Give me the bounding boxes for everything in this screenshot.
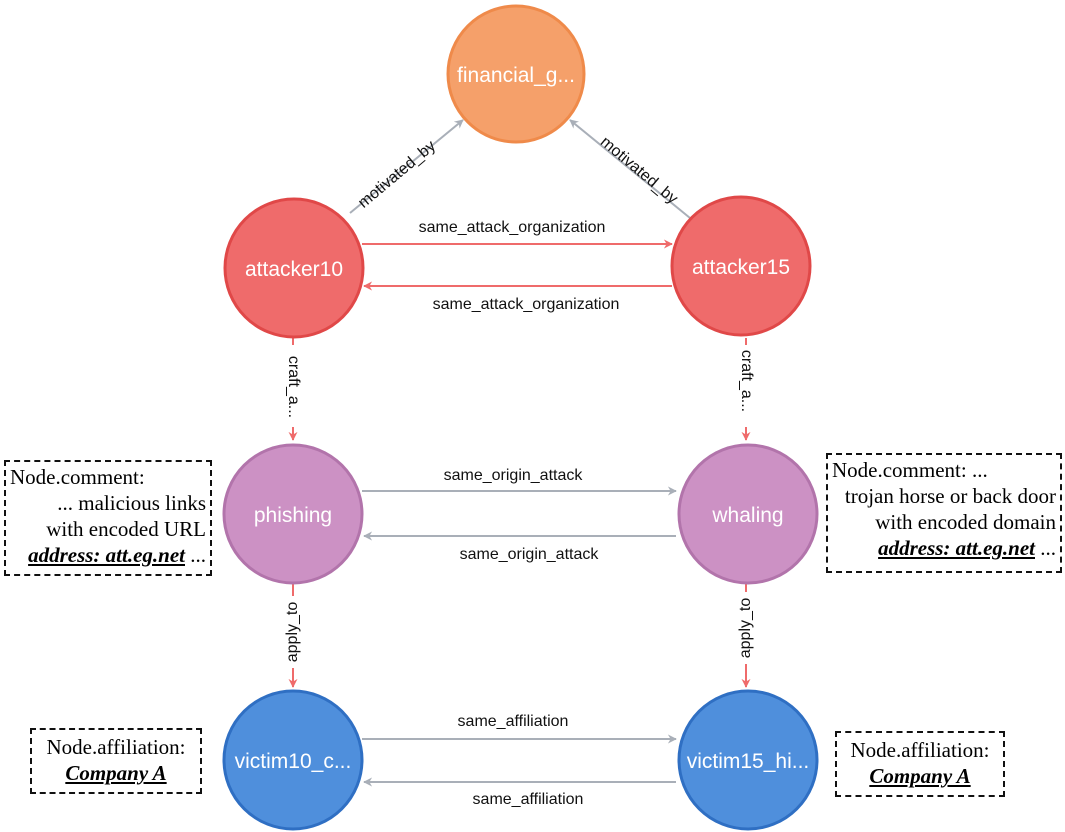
edge-label-same-origin-top: same_origin_attack <box>444 467 584 484</box>
victim15-affiliation-value: Company A <box>869 764 971 788</box>
edge-label-motivated-by-right: motivated_by <box>597 133 681 207</box>
node-label-phishing: phishing <box>254 504 332 527</box>
node-label-whaling: whaling <box>711 504 783 527</box>
whaling-comment-address: address: att.eg.net <box>878 536 1035 560</box>
victim15-affiliation-note: Node.affiliation: Company A <box>835 731 1005 797</box>
edge-label-same-org-bottom: same_attack_organization <box>433 296 620 313</box>
whaling-comment-line3: with encoded domain <box>875 510 1056 534</box>
whaling-comment-line2: trojan horse or back door <box>844 484 1056 508</box>
node-label-financial-goal: financial_g... <box>457 64 575 87</box>
edge-motivated-by-right: motivated_by <box>569 119 691 219</box>
node-victim10[interactable]: victim10_c... <box>222 689 364 831</box>
edge-same-origin-bottom: same_origin_attack <box>363 531 676 564</box>
edge-label-same-origin-bottom: same_origin_attack <box>460 546 600 563</box>
edge-label-same-affiliation-top: same_affiliation <box>458 713 569 730</box>
node-financial-goal[interactable]: financial_g... <box>446 4 586 144</box>
node-label-victim15: victim15_hi... <box>687 750 810 773</box>
edge-same-affiliation-bottom: same_affiliation <box>363 777 676 809</box>
edge-label-apply-right: apply_to <box>737 598 754 659</box>
phishing-comment-tail: ... <box>185 543 206 567</box>
victim10-affiliation-note: Node.affiliation: Company A <box>30 728 202 794</box>
whaling-comment-address-line: address: att.eg.net ... <box>832 535 1056 561</box>
edge-label-motivated-by-left: motivated_by <box>355 137 439 211</box>
node-whaling[interactable]: whaling <box>677 443 819 585</box>
node-attacker10[interactable]: attacker10 <box>223 197 365 339</box>
node-attacker15[interactable]: attacker15 <box>670 195 812 337</box>
whaling-comment-label: Node.comment: ... <box>832 458 988 482</box>
victim15-affiliation-label: Node.affiliation: <box>850 738 990 762</box>
edge-apply-left: apply_to <box>282 584 304 688</box>
edge-craft-left: craft_a... <box>282 338 304 441</box>
edge-same-org-top: same_attack_organization <box>362 216 673 249</box>
phishing-comment-line3: with encoded URL <box>46 517 206 541</box>
victim10-affiliation-value: Company A <box>65 761 167 785</box>
phishing-comment-line2: ... malicious links <box>57 491 206 515</box>
edge-craft-right: craft_a... <box>735 338 757 441</box>
edge-label-craft-right: craft_a... <box>738 350 755 412</box>
phishing-comment-label: Node.comment: <box>10 465 145 489</box>
node-label-attacker15: attacker15 <box>692 256 790 279</box>
victim10-affiliation-label: Node.affiliation: <box>46 735 186 759</box>
edge-same-origin-top: same_origin_attack <box>362 463 677 496</box>
edge-motivated-by-left: motivated_by <box>349 119 464 214</box>
edge-label-craft-left: craft_a... <box>285 356 302 418</box>
node-phishing[interactable]: phishing <box>222 443 364 585</box>
phishing-comment-note: Node.comment: ... malicious links with e… <box>4 460 212 576</box>
phishing-comment-address-line: address: att.eg.net ... <box>10 542 206 568</box>
edge-same-affiliation-top: same_affiliation <box>362 709 677 744</box>
edge-label-same-org-top: same_attack_organization <box>419 219 606 236</box>
edge-same-org-bottom: same_attack_organization <box>363 281 672 314</box>
node-victim15[interactable]: victim15_hi... <box>677 689 819 831</box>
whaling-comment-note: Node.comment: ... trojan horse or back d… <box>826 453 1062 573</box>
node-label-victim10: victim10_c... <box>235 750 352 773</box>
edge-label-same-affiliation-bottom: same_affiliation <box>473 791 584 808</box>
node-label-attacker10: attacker10 <box>245 258 343 281</box>
whaling-comment-tail: ... <box>1035 536 1056 560</box>
edge-apply-right: apply_to <box>735 584 757 688</box>
phishing-comment-address: address: att.eg.net <box>28 543 185 567</box>
edge-label-apply-left: apply_to <box>284 602 301 663</box>
